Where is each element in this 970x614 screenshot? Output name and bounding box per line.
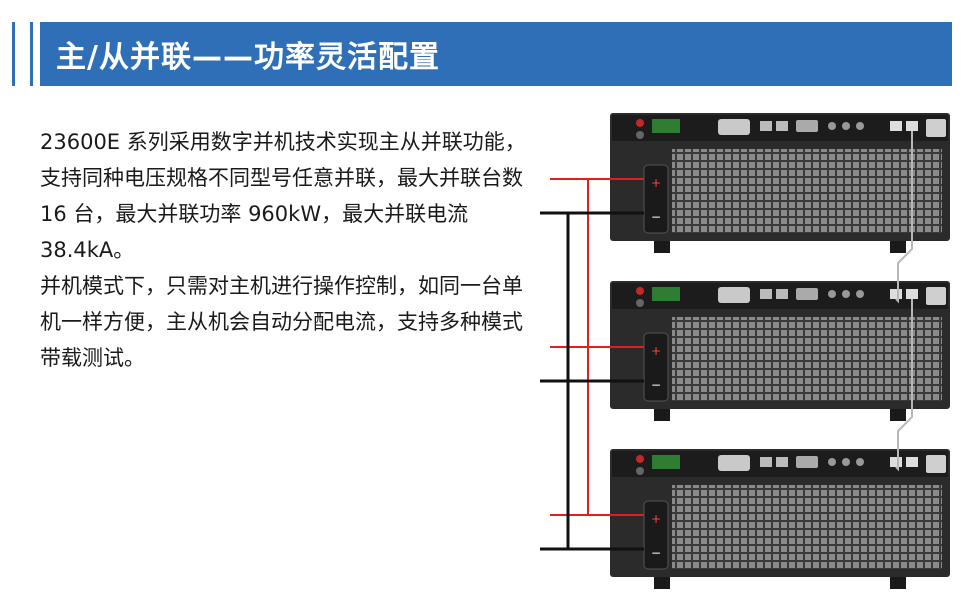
red-terminal xyxy=(636,119,644,127)
rj45-port xyxy=(760,289,772,299)
positive-terminal-label: + xyxy=(651,176,661,190)
negative-terminal-label: − xyxy=(651,378,661,392)
page-title: 主/从并联——功率灵活配置 xyxy=(56,40,440,75)
vent-grill xyxy=(672,485,942,569)
rj45-port xyxy=(760,121,772,131)
bnc-connector xyxy=(828,458,836,466)
power-supply-unit: +− xyxy=(610,449,950,589)
negative-terminal-label: − xyxy=(651,546,661,560)
usb-port xyxy=(776,121,788,131)
bnc-connector xyxy=(828,290,836,298)
positive-terminal-label: + xyxy=(651,512,661,526)
green-terminal-block xyxy=(652,287,680,301)
communication-cable xyxy=(895,131,913,304)
ac-inlet xyxy=(926,119,946,137)
power-supply-unit: +− xyxy=(610,281,950,421)
bnc-connector xyxy=(828,122,836,130)
rack-foot xyxy=(654,577,670,589)
black-terminal xyxy=(636,467,644,475)
ac-inlet xyxy=(926,287,946,305)
green-terminal-block xyxy=(652,119,680,133)
rj45-port xyxy=(760,457,772,467)
bnc-connector xyxy=(856,122,864,130)
bnc-connector xyxy=(842,458,850,466)
ac-inlet xyxy=(926,455,946,473)
output-terminal-cover xyxy=(643,500,669,570)
rack-foot xyxy=(654,409,670,421)
rack-foot xyxy=(890,409,906,421)
bnc-connector xyxy=(842,122,850,130)
output-terminal-cover xyxy=(643,164,669,234)
vent-grill xyxy=(672,317,942,401)
parallel-connection-diagram: +−+−+− xyxy=(540,113,950,589)
black-terminal xyxy=(636,299,644,307)
bnc-connector xyxy=(842,290,850,298)
description-paragraph-1: 23600E 系列采用数字并机技术实现主从并联功能，支持同种电压规格不同型号任意… xyxy=(40,130,526,262)
accent-bar-right xyxy=(30,22,33,86)
rack-foot xyxy=(654,241,670,253)
parallel-port-in xyxy=(890,289,902,299)
negative-terminal-label: − xyxy=(651,210,661,224)
red-terminal xyxy=(636,455,644,463)
title-banner: 主/从并联——功率灵活配置 xyxy=(40,22,952,86)
serial-port xyxy=(796,456,818,468)
parallel-port-out xyxy=(906,457,918,467)
serial-port xyxy=(796,288,818,300)
vent-grill xyxy=(672,149,942,233)
parallel-port-in xyxy=(890,121,902,131)
parallel-port-out xyxy=(906,121,918,131)
parallel-port-out xyxy=(906,289,918,299)
red-terminal xyxy=(636,287,644,295)
rack-foot xyxy=(890,577,906,589)
parallel-port-in xyxy=(890,457,902,467)
description-paragraph-2: 并机模式下，只需对主机进行操作控制，如同一台单机一样方便，主从机会自动分配电流，… xyxy=(40,274,523,370)
output-terminal-cover xyxy=(643,332,669,402)
db-connector xyxy=(718,119,750,135)
positive-terminal-label: + xyxy=(651,344,661,358)
accent-bar-left xyxy=(12,22,15,86)
bnc-connector xyxy=(856,290,864,298)
black-terminal xyxy=(636,131,644,139)
power-supply-unit: +− xyxy=(610,113,950,253)
db-connector xyxy=(718,455,750,471)
rack-foot xyxy=(890,241,906,253)
usb-port xyxy=(776,457,788,467)
communication-cable xyxy=(895,299,913,472)
usb-port xyxy=(776,289,788,299)
green-terminal-block xyxy=(652,455,680,469)
bnc-connector xyxy=(856,458,864,466)
db-connector xyxy=(718,287,750,303)
serial-port xyxy=(796,120,818,132)
description: 23600E 系列采用数字并机技术实现主从并联功能，支持同种电压规格不同型号任意… xyxy=(40,124,540,376)
